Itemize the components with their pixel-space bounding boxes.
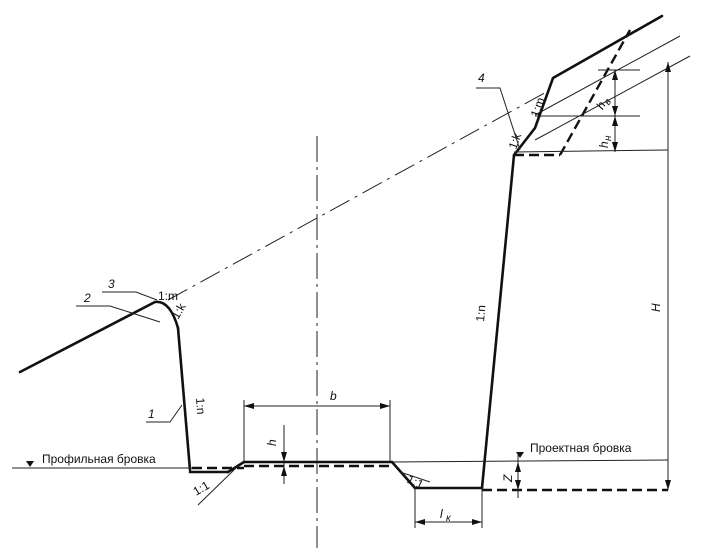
dim-hv-subscript: в	[602, 97, 614, 107]
slope-1m-left-label: 1:m	[158, 289, 178, 303]
dim-z-arrow-top	[515, 462, 521, 472]
slope-1n-left-label: 1:n	[193, 397, 208, 415]
callout-4-leader	[476, 87, 521, 151]
slope-1n-right-label: 1:n	[473, 304, 488, 322]
callout-3-label: 3	[108, 277, 115, 291]
original-ground-line	[167, 89, 551, 301]
dim-b-arrow-right	[380, 403, 390, 409]
dim-z-label: Z	[501, 474, 515, 483]
slope-1m-right-label: 1:m	[528, 95, 548, 119]
profile-edge-marker	[26, 461, 34, 467]
dim-hv-arrow-bottom	[612, 106, 618, 116]
left-ditch-slope	[226, 460, 246, 474]
dim-h-label: h	[265, 439, 279, 446]
layer-line-2	[534, 55, 691, 141]
ground-left-slope	[18, 300, 180, 374]
dim-lk-arrow-right	[472, 519, 482, 525]
dim-hn-arrow-bottom	[612, 142, 618, 152]
dim-hn-subscript: н	[603, 135, 614, 141]
dim-hv-label-group: h в	[593, 97, 614, 112]
profile-edge-label: Профильная бровка	[42, 452, 156, 466]
design-edge-marker	[516, 452, 524, 458]
slope-11-right-label: 1:1	[405, 472, 426, 492]
callout-2-leader	[76, 305, 161, 323]
design-edge-line	[391, 459, 669, 463]
dim-hn-label: h	[597, 141, 611, 148]
dim-lk-label: l	[440, 507, 443, 521]
right-cut-slope	[480, 153, 516, 490]
right-upper-slope	[512, 14, 664, 157]
dim-h-arrow-top	[281, 452, 287, 462]
dim-hn-arrow-top	[612, 116, 618, 126]
dim-lk-arrow-left	[415, 519, 425, 525]
callout-2-label: 2	[83, 291, 91, 305]
callout-4-label: 4	[478, 71, 485, 85]
slope-11-left-label: 1:1	[191, 478, 213, 499]
dim-h-arrow-bottom	[281, 466, 287, 476]
layer-line-1	[534, 35, 681, 116]
dim-z-arrow-bottom	[515, 480, 521, 490]
upper-dashed-diag	[558, 29, 632, 156]
level-line-hn	[513, 149, 669, 153]
dim-hn-label-group: h н	[597, 135, 614, 148]
slope-1k-right-label: 1:k	[506, 130, 525, 151]
design-edge-label: Проектная бровка	[530, 441, 632, 455]
dim-H-arrow-bottom	[665, 480, 671, 490]
callout-1-label: 1	[148, 407, 155, 421]
dim-H-arrow-top	[665, 62, 671, 72]
dim-hv-arrow-top	[612, 70, 618, 80]
right-ditch-slope	[390, 460, 417, 490]
slope-1k-left-label: 1:k	[168, 300, 189, 322]
dim-lk-subscript: к	[446, 513, 452, 524]
right-11-leader	[399, 471, 431, 483]
callout-1-leader	[146, 404, 183, 423]
dim-b-arrow-left	[244, 403, 254, 409]
callout-3-leader	[102, 291, 158, 301]
left-cut-slope	[176, 326, 192, 472]
dim-H-label: H	[649, 303, 663, 312]
dim-b-label: b	[330, 389, 337, 403]
left-11-leader	[197, 467, 237, 506]
